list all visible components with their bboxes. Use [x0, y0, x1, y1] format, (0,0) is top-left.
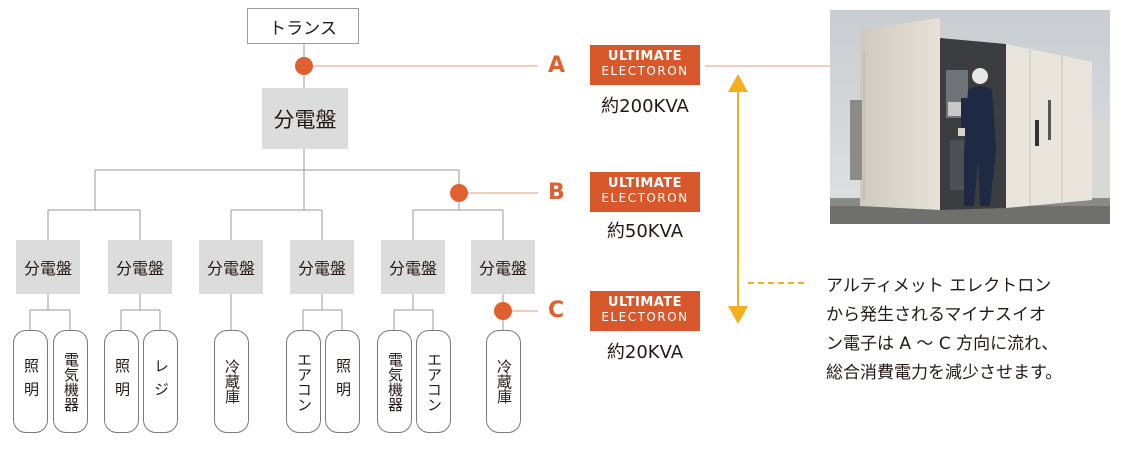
sub-panel-4: 分電盤 — [290, 240, 354, 294]
point-c-dot — [494, 302, 512, 320]
sub-panel-label: 分電盤 — [115, 259, 164, 278]
installation-photo — [830, 10, 1110, 224]
sub-panel-1: 分電盤 — [16, 240, 80, 294]
point-b-kva: 約50KVA — [606, 221, 684, 242]
load-electrical-equipment: 電気機器 — [53, 330, 88, 433]
ultimate-electoron-logo-b: ULTIMATE ELECTORON — [590, 172, 700, 212]
logo-bottom-text: ELECTORON — [601, 191, 689, 205]
point-a-dot — [295, 57, 313, 75]
load-air-conditioner: エアコン — [286, 330, 321, 433]
point-b-dot — [450, 184, 468, 202]
sub-panel-label: 分電盤 — [388, 259, 437, 278]
point-c-kva: 約20KVA — [606, 342, 684, 363]
load-refrigerator: 冷蔵庫 — [486, 330, 521, 433]
ultimate-electoron-logo-c: ULTIMATE ELECTORON — [590, 291, 700, 331]
description-line: アルティメット エレクトロン — [826, 276, 1052, 296]
logo-top-text: ULTIMATE — [607, 176, 683, 191]
load-lighting: 照明 — [104, 330, 139, 433]
sub-panel-label: 分電盤 — [23, 259, 72, 278]
load-lighting: 照明 — [13, 330, 48, 433]
main-panel-label: 分電盤 — [273, 107, 337, 132]
load-electrical-equipment: 電気機器 — [377, 330, 412, 433]
transformer-label: トランス — [269, 18, 337, 39]
load-register: レジ — [143, 330, 178, 433]
load-air-conditioner: エアコン — [416, 330, 451, 433]
transformer-box: トランス — [247, 8, 359, 44]
description-text: アルティメット エレクトロン から発生されるマイナスイオ ン電子は A ～ C … — [826, 272, 1126, 388]
sub-panel-label: 分電盤 — [206, 259, 255, 278]
sub-panel-2: 分電盤 — [108, 240, 172, 294]
ultimate-electoron-logo-a: ULTIMATE ELECTORON — [590, 45, 700, 85]
description-line: から発生されるマイナスイオ — [826, 305, 1046, 325]
main-distribution-panel: 分電盤 — [262, 88, 348, 149]
load-lighting: 照明 — [325, 330, 360, 433]
point-c-letter: C — [548, 298, 565, 323]
sub-panel-3: 分電盤 — [199, 240, 263, 294]
point-a-letter: A — [548, 53, 566, 78]
logo-top-text: ULTIMATE — [607, 49, 683, 64]
description-line: 総合消費電力を減少させます。 — [826, 363, 1063, 383]
point-a-kva: 約200KVA — [601, 96, 689, 117]
load-refrigerator: 冷蔵庫 — [214, 330, 249, 433]
flow-arrow — [728, 74, 748, 324]
logo-bottom-text: ELECTORON — [601, 64, 689, 78]
sub-panel-6: 分電盤 — [471, 240, 535, 294]
logo-bottom-text: ELECTORON — [601, 310, 689, 324]
sub-panel-5: 分電盤 — [381, 240, 445, 294]
description-line: ン電子は A ～ C 方向に流れ、 — [826, 334, 1059, 354]
point-b-letter: B — [548, 180, 565, 205]
sub-panel-label: 分電盤 — [297, 259, 346, 278]
logo-top-text: ULTIMATE — [607, 295, 683, 310]
sub-panel-label: 分電盤 — [478, 259, 527, 278]
